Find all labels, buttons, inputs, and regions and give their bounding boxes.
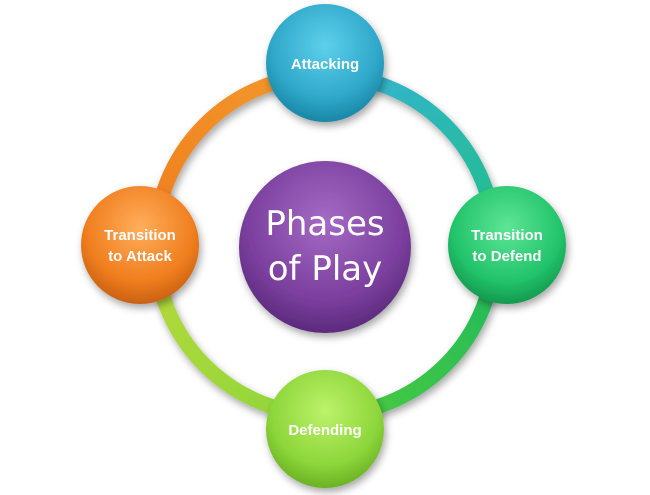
node-transition-to-attack: Transition to Attack [81,186,199,304]
center-node: Phases of Play [239,161,411,333]
node-attacking-label: Attacking [291,56,359,73]
node-attacking: Attacking [266,4,384,122]
node-defending: Defending [266,370,384,488]
center-label-line2: of Play [268,249,382,289]
node-transition-to-defend: Transition to Defend [448,186,566,304]
node-transition-to-attack-circle [81,186,199,304]
node-transition-to-defend-label-line2: to Defend [472,248,541,265]
node-transition-to-defend-label-line1: Transition [471,227,543,244]
node-transition-to-defend-circle [448,186,566,304]
node-defending-label: Defending [288,422,361,439]
node-defending-circle [266,370,384,488]
center-label-line1: Phases [265,204,384,244]
node-attacking-circle [266,4,384,122]
center-circle [239,161,411,333]
node-transition-to-attack-label-line1: Transition [104,227,176,244]
node-transition-to-attack-label-line2: to Attack [108,248,172,265]
